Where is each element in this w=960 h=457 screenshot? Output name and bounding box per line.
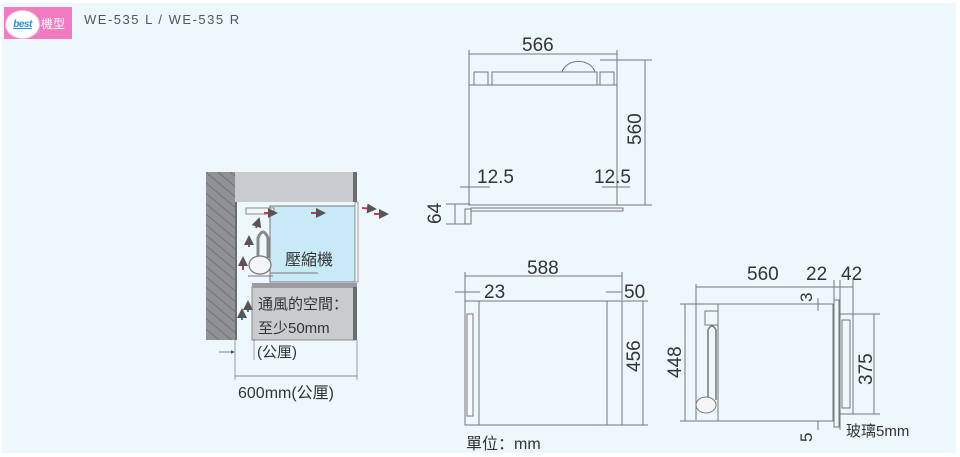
bottom-gap-label: 5 — [797, 433, 816, 442]
handle-depth-label: 42 — [841, 264, 862, 285]
top-view — [446, 50, 652, 225]
front-width-label: 588 — [527, 258, 559, 279]
front-height-label: 456 — [624, 340, 645, 372]
brand-logo: best — [5, 10, 40, 39]
top-gap-label: 3 — [797, 293, 816, 302]
brand-logo-text: best — [13, 19, 32, 30]
appliance-body — [269, 205, 356, 283]
handle-label: 64 — [425, 202, 446, 224]
lower-cabinet — [251, 286, 356, 341]
unit-label: 單位：mm — [466, 435, 541, 453]
vent-label-2: 至少50mm — [258, 320, 330, 337]
top-depth-label: 560 — [625, 113, 646, 145]
header: best 機型 WE-535 L / WE-535 R — [2, 3, 956, 39]
compressor-icon — [248, 255, 272, 275]
vent-label-1: 通風的空間： — [258, 296, 348, 313]
glass-height-label: 375 — [856, 353, 877, 385]
width-label: 600mm(公厘) — [238, 385, 334, 402]
vent-label-3: (公厘) — [257, 344, 297, 361]
installation-diagram: 壓縮機 通風的空間： 至少50mm (公厘) 600mm(公厘) — [206, 172, 389, 402]
front-view — [455, 272, 648, 426]
right-frame-label: 50 — [624, 282, 645, 303]
compressor-label: 壓縮機 — [285, 251, 333, 269]
left-frame-label: 23 — [484, 282, 505, 303]
wall — [206, 172, 235, 340]
airflow-arrows — [237, 203, 389, 320]
model-badge: best 機型 — [4, 7, 72, 39]
side-depth-label: 560 — [747, 264, 779, 285]
badge-label: 機型 — [41, 17, 66, 31]
glass-label: 玻璃5mm — [846, 423, 909, 440]
top-width-label: 566 — [522, 35, 554, 56]
side-height-label: 448 — [665, 346, 686, 378]
model-title: WE-535 L / WE-535 R — [84, 12, 241, 27]
side-view — [680, 280, 880, 430]
upper-cabinet — [235, 172, 355, 202]
door-label: 22 — [806, 264, 827, 285]
right-margin-label: 12.5 — [594, 167, 631, 188]
left-margin-label: 12.5 — [477, 167, 514, 188]
